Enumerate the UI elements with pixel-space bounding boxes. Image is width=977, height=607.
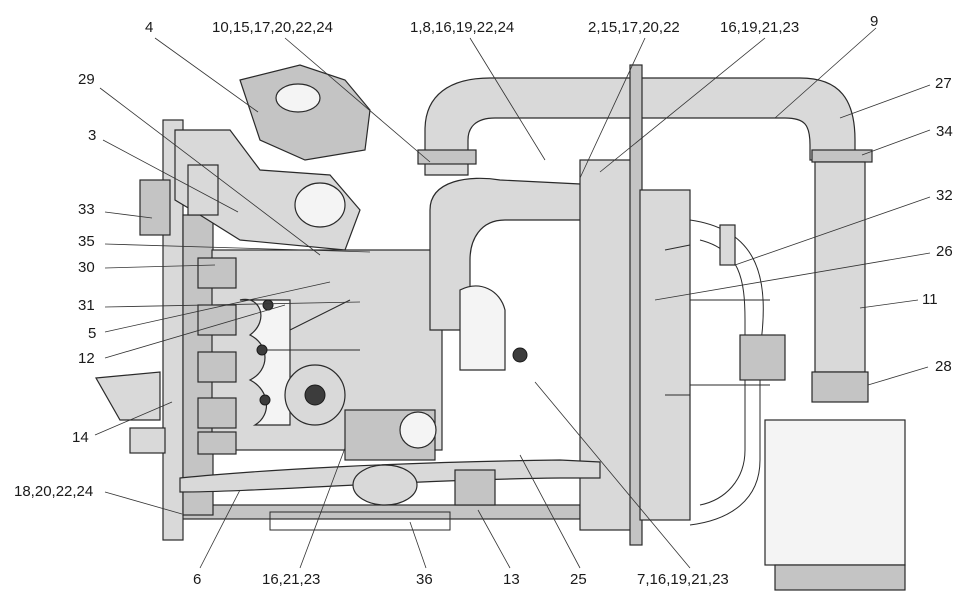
callout-13: 13: [503, 571, 520, 588]
injector-modules: [197, 257, 237, 455]
charge-air-pipe: [424, 77, 856, 176]
callout-32: 32: [936, 187, 953, 204]
leader-lines: [94, 27, 931, 569]
fan-motor: [739, 334, 786, 381]
mounting-foot: [95, 371, 161, 421]
oil-filter: [399, 411, 437, 449]
callout-33: 33: [78, 201, 95, 218]
pipe-clamp-1: [417, 149, 477, 165]
duct-hose: [811, 371, 869, 403]
callout-10-15-17-20-22-24: 10,15,17,20,22,24: [212, 19, 333, 36]
mount-block: [129, 427, 166, 454]
callout-34: 34: [936, 123, 953, 140]
intake-elbow: [275, 83, 321, 113]
callout-11: 11: [922, 291, 938, 308]
callout-16-21-23-bottom: 16,21,23: [262, 571, 320, 588]
air-filter: [764, 419, 906, 566]
callout-14: 14: [72, 429, 89, 446]
alternator: [352, 464, 418, 506]
callout-36: 36: [416, 571, 433, 588]
callout-31: 31: [78, 297, 95, 314]
callout-9: 9: [870, 13, 878, 30]
radiator-side: [639, 189, 691, 521]
air-duct: [814, 161, 866, 373]
pipe-clamp-2: [811, 149, 873, 163]
callout-2-15-17-20-22: 2,15,17,20,22: [588, 19, 680, 36]
sensor-box: [187, 164, 219, 216]
air-intake-housing: [239, 64, 371, 161]
callout-4: 4: [145, 19, 153, 36]
callout-labels: 4 10,15,17,20,22,24 1,8,16,19,22,24 2,15…: [14, 13, 953, 588]
throttle-body: [294, 182, 346, 228]
pipe-elbow: [459, 285, 506, 371]
spring-tensioner: [719, 224, 736, 266]
callout-7-16-19-21-23: 7,16,19,21,23: [637, 571, 729, 588]
callout-18-20-22-24: 18,20,22,24: [14, 483, 93, 500]
callout-16-19-21-23-top: 16,19,21,23: [720, 19, 799, 36]
callout-1-8-16-19-22-24: 1,8,16,19,22,24: [410, 19, 514, 36]
callout-28: 28: [935, 358, 952, 375]
callout-25: 25: [570, 571, 587, 588]
lower-bracket: [269, 511, 451, 531]
callout-5: 5: [88, 325, 96, 342]
callout-3: 3: [88, 127, 96, 144]
callout-29: 29: [78, 71, 95, 88]
callout-6: 6: [193, 571, 201, 588]
engine-drawing: [95, 64, 906, 591]
left-bracket: [139, 179, 171, 236]
return-pipe: [429, 177, 601, 331]
starter-box: [454, 469, 496, 506]
callout-35: 35: [78, 233, 95, 250]
callout-27: 27: [935, 75, 952, 92]
air-filter-base: [774, 564, 906, 591]
callout-30: 30: [78, 259, 95, 276]
callout-12: 12: [78, 350, 95, 367]
callout-26: 26: [936, 243, 953, 260]
